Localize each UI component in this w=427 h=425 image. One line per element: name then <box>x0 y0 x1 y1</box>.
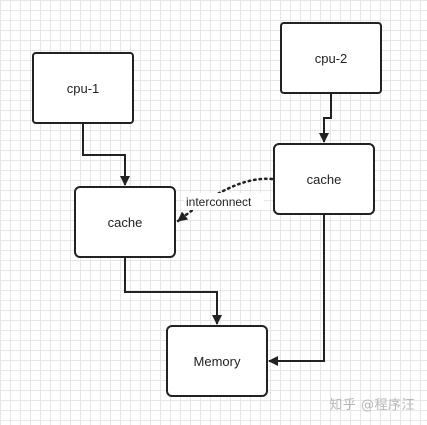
edge-cpu2-to-cache-right <box>319 93 332 143</box>
edge-interconnect <box>176 177 274 223</box>
edge-cpu1-to-cache-left <box>82 123 130 186</box>
edge-interconnect-label: interconnect <box>186 195 252 209</box>
node-cpu-1[interactable]: cpu-1 <box>32 52 134 124</box>
node-cache-left-label: cache <box>108 215 143 230</box>
edge-cache-right-to-memory <box>268 214 325 366</box>
watermark: 知乎 @程序汪 <box>329 398 415 413</box>
node-cache-left[interactable]: cache <box>74 186 176 258</box>
edge-cache-left-to-memory <box>124 257 222 325</box>
edge-interconnect-label-bg <box>184 193 264 210</box>
node-cpu-2[interactable]: cpu-2 <box>280 22 382 94</box>
node-cpu-1-label: cpu-1 <box>67 81 100 96</box>
node-cache-right[interactable]: cache <box>273 143 375 215</box>
node-memory-label: Memory <box>194 354 241 369</box>
node-cache-right-label: cache <box>307 172 342 187</box>
node-memory[interactable]: Memory <box>166 325 268 397</box>
node-cpu-2-label: cpu-2 <box>315 51 348 66</box>
